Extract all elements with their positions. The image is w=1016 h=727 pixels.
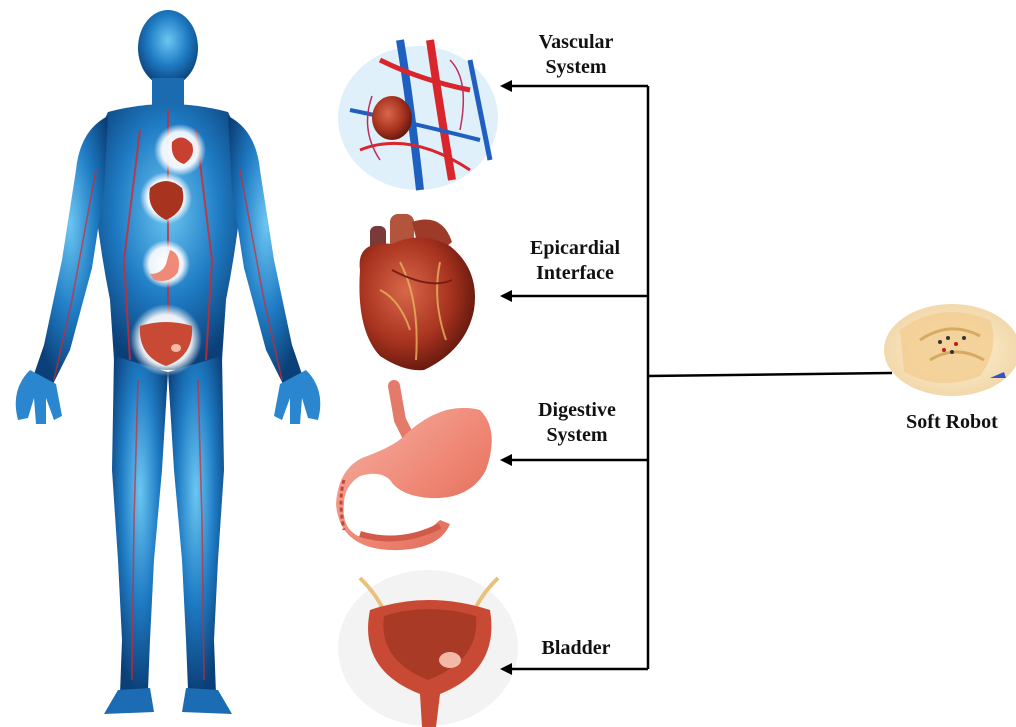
label-line: Soft Robot: [890, 410, 1014, 435]
label-vascular-system: Vascular System: [520, 30, 632, 80]
label-line: Vascular: [520, 30, 632, 55]
arrowhead-epicardial: [500, 290, 512, 302]
label-line: Epicardial: [505, 236, 645, 261]
label-line: System: [520, 55, 632, 80]
label-line: Digestive: [515, 398, 639, 423]
connector-lines: [508, 86, 892, 669]
heart-icon: [359, 214, 475, 370]
stomach-icon: [336, 386, 492, 550]
robot-line: [648, 373, 892, 376]
label-epicardial-interface: Epicardial Interface: [505, 236, 645, 286]
label-line: System: [515, 423, 639, 448]
arrowhead-digestive: [500, 454, 512, 466]
blood-vessels-icon: [338, 40, 498, 190]
label-bladder: Bladder: [520, 636, 632, 661]
label-line: Bladder: [520, 636, 632, 661]
human-body-icon: [16, 10, 321, 714]
bladder-icon: [338, 570, 518, 727]
arrowheads: [500, 80, 512, 675]
label-digestive-system: Digestive System: [515, 398, 639, 448]
label-line: Interface: [505, 261, 645, 286]
soft-robot-icon: [884, 304, 1016, 396]
label-soft-robot: Soft Robot: [890, 410, 1014, 435]
arrowhead-vascular: [500, 80, 512, 92]
